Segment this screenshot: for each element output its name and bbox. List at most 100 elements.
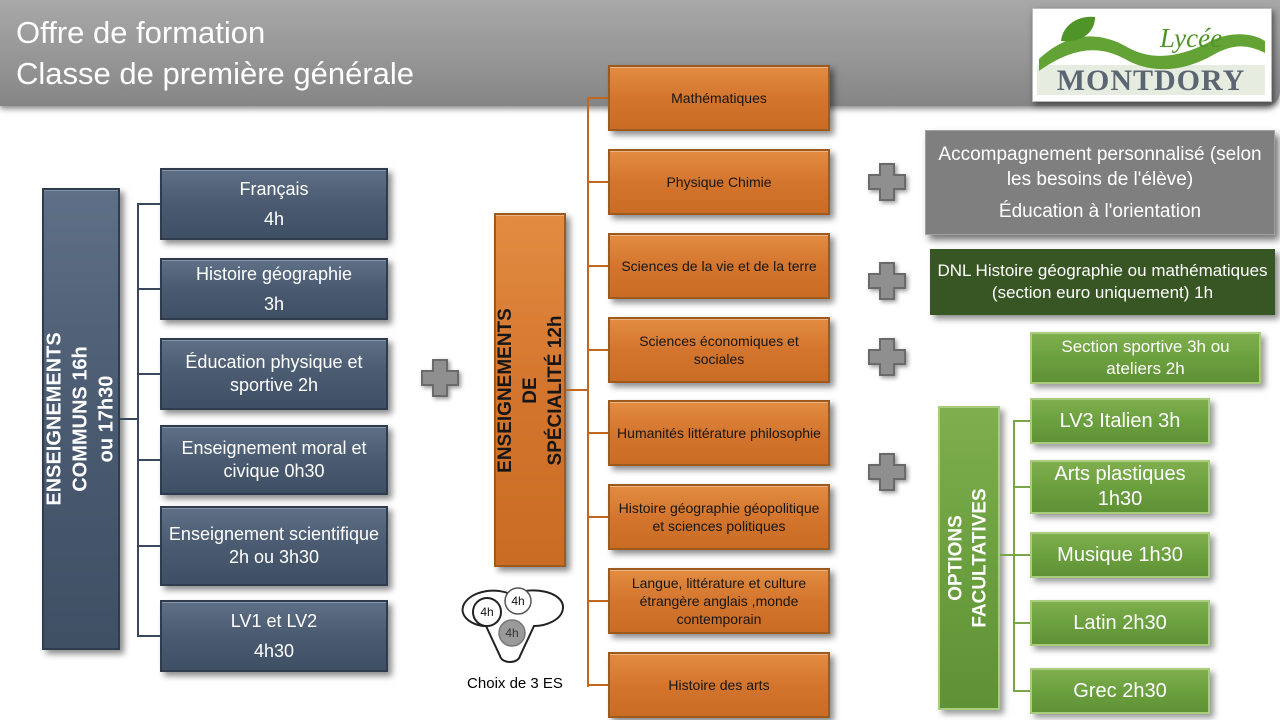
- specialite-title: Sciences de la vie et de la terre: [621, 258, 817, 274]
- subject-title: Enseignement moral et civique 0h30: [181, 438, 367, 481]
- specialite-box: Histoire des arts: [608, 652, 830, 718]
- page-title: Offre de formation Classe de première gé…: [16, 12, 414, 94]
- funnel-icon: 4h 4h 4h: [461, 587, 565, 663]
- connector-line: [587, 97, 589, 687]
- section-sportive-text: Section sportive 3h ou ateliers 2h: [1061, 337, 1230, 378]
- logo-hills: [1039, 34, 1265, 71]
- logo-band: [1037, 65, 1265, 95]
- specialite-label-line1: ENSEIGNEMENTS DE: [494, 307, 541, 473]
- specialite-box: Sciences de la vie et de la terre: [608, 233, 830, 299]
- specialite-label-line2: SPÉCIALITÉ 12h: [544, 315, 566, 465]
- common-subject-box: Enseignement moral et civique 0h30: [160, 425, 388, 495]
- options-label-text: OPTIONS FACULTATIVES: [946, 488, 992, 628]
- connector-line: [587, 181, 608, 183]
- connector-line: [1013, 690, 1030, 692]
- logo-montdory-text: MONTDORY: [1057, 64, 1246, 97]
- connector-line: [137, 203, 160, 205]
- specialite-title: Humanités littérature philosophie: [617, 425, 821, 441]
- dnl-text: DNL Histoire géographie ou mathématiques…: [937, 261, 1268, 302]
- funnel-caption: Choix de 3 ES: [467, 675, 563, 692]
- logo-leaf-icon: [1061, 16, 1095, 42]
- connector-line: [137, 288, 160, 290]
- connector-line: [1000, 554, 1013, 556]
- specialite-title: Langue, littérature et culture étrangère…: [631, 575, 807, 627]
- subject-hours: 4h30: [253, 640, 295, 661]
- connector-line: [137, 203, 139, 637]
- plus-icon: [868, 338, 906, 376]
- specialite-label: ENSEIGNEMENTS DE SPÉCIALITÉ 12h: [494, 213, 566, 567]
- subject-title: LV1 et LV2: [230, 610, 318, 631]
- commons-label-line1: ENSEIGNEMENTS COMMUNS 16h: [44, 332, 93, 506]
- funnel-circle-4h: 4h: [511, 594, 524, 608]
- connector-line: [1013, 420, 1015, 692]
- option-text: Arts plastiques 1h30: [1054, 463, 1186, 510]
- connector-line: [1013, 486, 1030, 488]
- connector-line: [566, 389, 587, 391]
- funnel-circle-4h: 4h: [480, 605, 493, 619]
- commons-label-line2: ou 17h30: [96, 375, 119, 463]
- logo: Lycée MONTDORY: [1032, 8, 1272, 102]
- subject-title: Français: [239, 178, 309, 199]
- common-subject-box: Histoire géographie 3h: [160, 258, 388, 320]
- connector-line: [587, 97, 608, 99]
- connector-line: [1013, 622, 1030, 624]
- option-box: Arts plastiques 1h30: [1030, 460, 1210, 514]
- orientation-text: Éducation à l'orientation: [998, 200, 1202, 222]
- common-subject-box: Enseignement scientifique 2h ou 3h30: [160, 506, 388, 586]
- plus-icon: [868, 453, 906, 491]
- connector-line: [120, 418, 137, 420]
- subject-hours: 3h: [263, 293, 285, 314]
- funnel-circle-4h: 4h: [505, 626, 518, 640]
- plus-icon: [868, 163, 906, 201]
- specialite-box: Histoire géographie géopolitique et scie…: [608, 484, 830, 550]
- subject-hours: 4h: [263, 208, 285, 229]
- option-box: Grec 2h30: [1030, 668, 1210, 714]
- connector-line: [587, 600, 608, 602]
- connector-line: [137, 635, 160, 637]
- connector-line: [137, 545, 160, 547]
- section-sportive-box: Section sportive 3h ou ateliers 2h: [1030, 332, 1261, 384]
- common-subject-box: Éducation physique et sportive 2h: [160, 338, 388, 410]
- connector-line: [587, 516, 608, 518]
- subject-title: Éducation physique et sportive 2h: [185, 352, 363, 395]
- plus-icon: [421, 359, 459, 397]
- common-subject-box: LV1 et LV2 4h30: [160, 600, 388, 672]
- connector-line: [587, 684, 608, 686]
- specialite-title: Mathématiques: [671, 90, 767, 106]
- logo-lycee-text: Lycée: [1159, 23, 1222, 53]
- accompagnement-text: Accompagnement personnalisé (selon les b…: [938, 143, 1262, 190]
- dnl-box: DNL Histoire géographie ou mathématiques…: [930, 249, 1275, 315]
- funnel: 4h 4h 4h Choix de 3 ES: [448, 584, 582, 692]
- connector-line: [587, 349, 608, 351]
- specialite-box: Physique Chimie: [608, 149, 830, 215]
- logo-graphic: Lycée MONTDORY: [1037, 16, 1265, 97]
- option-text: Musique 1h30: [1057, 543, 1183, 566]
- accompagnement-box: Accompagnement personnalisé (selon les b…: [925, 130, 1275, 235]
- specialite-title: Histoire géographie géopolitique et scie…: [618, 500, 820, 534]
- option-text: Grec 2h30: [1073, 679, 1167, 702]
- connector-line: [1013, 420, 1030, 422]
- option-box: Musique 1h30: [1030, 532, 1210, 578]
- subject-title: Histoire géographie: [195, 263, 353, 284]
- connector-line: [587, 432, 608, 434]
- specialite-title: Histoire des arts: [668, 677, 770, 693]
- common-subject-box: Français 4h: [160, 168, 388, 240]
- option-box: LV3 Italien 3h: [1030, 398, 1210, 444]
- option-box: Latin 2h30: [1030, 600, 1210, 646]
- connector-line: [587, 265, 608, 267]
- options-label: OPTIONS FACULTATIVES: [938, 406, 1000, 710]
- subject-title: Enseignement scientifique 2h ou 3h30: [168, 524, 380, 567]
- option-text: Latin 2h30: [1073, 611, 1167, 634]
- commons-label: ENSEIGNEMENTS COMMUNS 16h ou 17h30: [42, 188, 120, 650]
- specialite-title: Sciences économiques et sociales: [639, 333, 799, 367]
- specialite-box: Langue, littérature et culture étrangère…: [608, 568, 830, 634]
- connector-line: [1013, 554, 1030, 556]
- specialite-box: Humanités littérature philosophie: [608, 400, 830, 466]
- page-title-line2: Classe de première générale: [16, 56, 415, 91]
- plus-icon: [868, 262, 906, 300]
- page-title-line1: Offre de formation: [16, 15, 266, 50]
- specialite-box: Mathématiques: [608, 65, 830, 131]
- specialite-title: Physique Chimie: [666, 174, 772, 190]
- specialite-box: Sciences économiques et sociales: [608, 317, 830, 383]
